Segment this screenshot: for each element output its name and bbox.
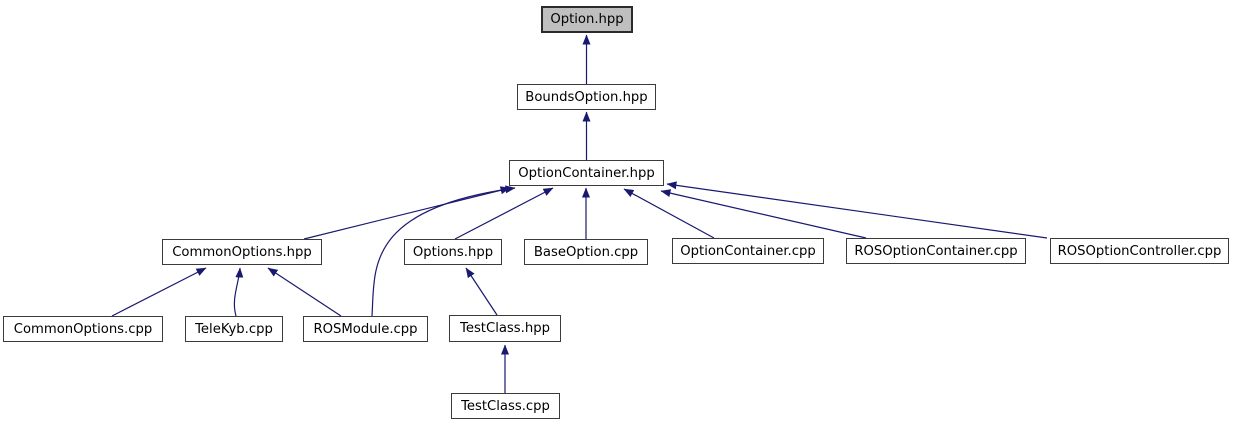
edge-rosoptioncontainer-to-optioncontainer: [660, 189, 867, 239]
node-boundsoption-hpp[interactable]: BoundsOption.hpp: [517, 84, 656, 110]
edge-options-to-optioncontainer: [454, 187, 554, 240]
edge-testclasshpp-to-options: [465, 267, 498, 316]
node-optioncontainer-hpp[interactable]: OptionContainer.hpp: [509, 160, 664, 186]
edge-rosoptioncontroller-to-optioncontainer: [666, 181, 1048, 239]
edge-optioncontainercpp-to-optioncontainer: [623, 188, 715, 239]
edge-commonoptions-to-optioncontainer: [303, 186, 511, 240]
node-commonoptions-cpp[interactable]: CommonOptions.cpp: [3, 316, 163, 342]
edge-telekyb-to-commonoptions: [233, 267, 244, 317]
node-options-hpp[interactable]: Options.hpp: [404, 239, 502, 265]
node-telekyb-cpp[interactable]: TeleKyb.cpp: [185, 316, 283, 342]
node-rosmodule-cpp[interactable]: ROSModule.cpp: [303, 316, 428, 342]
edge-rosmodule-to-commonoptions: [267, 267, 342, 317]
node-testclass-hpp[interactable]: TestClass.hpp: [449, 315, 561, 342]
node-option-hpp[interactable]: Option.hpp: [541, 6, 633, 33]
node-testclass-cpp[interactable]: TestClass.cpp: [451, 393, 560, 419]
node-rosoptioncontroller-cpp[interactable]: ROSOptionController.cpp: [1050, 238, 1229, 264]
node-optioncontainer-cpp[interactable]: OptionContainer.cpp: [672, 238, 824, 264]
node-commonoptions-hpp[interactable]: CommonOptions.hpp: [162, 239, 322, 265]
node-rosoptioncontainer-cpp[interactable]: ROSOptionContainer.cpp: [846, 238, 1026, 264]
edge-commonoptionscpp-to-commonoptions: [111, 267, 207, 317]
edge-rosmodule-to-optioncontainer: [371, 185, 516, 317]
node-baseoption-cpp[interactable]: BaseOption.cpp: [524, 239, 648, 265]
